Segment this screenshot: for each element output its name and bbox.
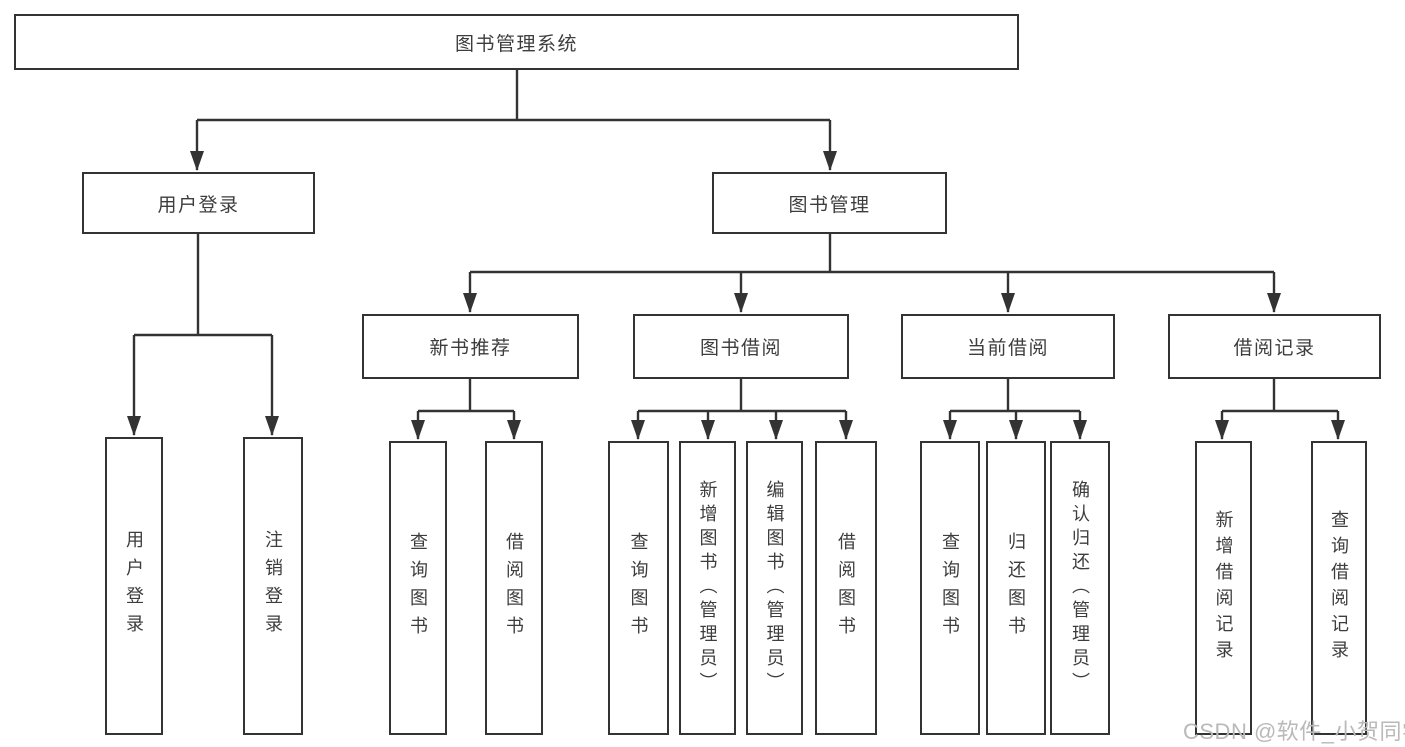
leaf-logout: 注销登录 (243, 437, 303, 735)
node-book-borrow: 图书借阅 (633, 314, 849, 379)
node-label: 查询图书 (940, 532, 960, 644)
leaf-record-add: 新增借阅记录 (1195, 441, 1252, 735)
node-borrow-record: 借阅记录 (1168, 314, 1381, 379)
node-label: 图书管理 (788, 194, 871, 216)
leaf-current-query: 查询图书 (920, 441, 980, 735)
leaf-user-login: 用户登录 (105, 437, 163, 735)
leaf-bookborrow-add-admin: 新增图书（管理员） (679, 441, 736, 735)
node-label: 新增借阅记录 (1213, 510, 1234, 666)
node-label: 归还图书 (1006, 532, 1026, 644)
leaf-current-confirm-admin: 确认归还（管理员） (1050, 441, 1110, 735)
branch-segments (134, 70, 1338, 413)
node-label: 注销登录 (263, 530, 283, 642)
node-label: 查询借阅记录 (1329, 510, 1349, 666)
node-label: 编辑图书（管理员） (764, 480, 785, 696)
leaf-newbook-query: 查询图书 (389, 441, 447, 735)
node-label: 借阅图书 (504, 532, 524, 644)
node-label: 借阅记录 (1233, 338, 1316, 359)
node-label: 查询图书 (628, 532, 649, 644)
node-label: 图书管理系统 (454, 33, 578, 55)
node-user-login: 用户登录 (82, 172, 315, 234)
node-label: 用户登录 (124, 530, 144, 642)
node-new-book-recommend: 新书推荐 (362, 314, 579, 379)
node-label: 新书推荐 (429, 338, 512, 359)
arrow-lines (127, 120, 1345, 440)
node-label: 图书借阅 (699, 338, 782, 359)
node-label: 用户登录 (157, 194, 240, 216)
node-label: 借阅图书 (836, 532, 856, 644)
node-label: 查询图书 (408, 532, 428, 644)
leaf-current-return: 归还图书 (986, 441, 1046, 735)
leaf-bookborrow-edit-admin: 编辑图书（管理员） (746, 441, 803, 735)
node-book-management: 图书管理 (712, 172, 947, 234)
node-label: 当前借阅 (966, 338, 1049, 359)
leaf-bookborrow-borrow: 借阅图书 (815, 441, 877, 735)
node-current-borrow: 当前借阅 (901, 314, 1115, 379)
node-label: 确认归还（管理员） (1070, 480, 1090, 696)
watermark: CSDN @软件_小贺同学 (1183, 719, 1405, 744)
node-label: 新增图书（管理员） (697, 480, 718, 696)
leaf-bookborrow-query: 查询图书 (608, 441, 669, 735)
leaf-newbook-borrow: 借阅图书 (485, 441, 543, 735)
leaf-record-query: 查询借阅记录 (1311, 441, 1367, 735)
node-root: 图书管理系统 (14, 14, 1019, 70)
